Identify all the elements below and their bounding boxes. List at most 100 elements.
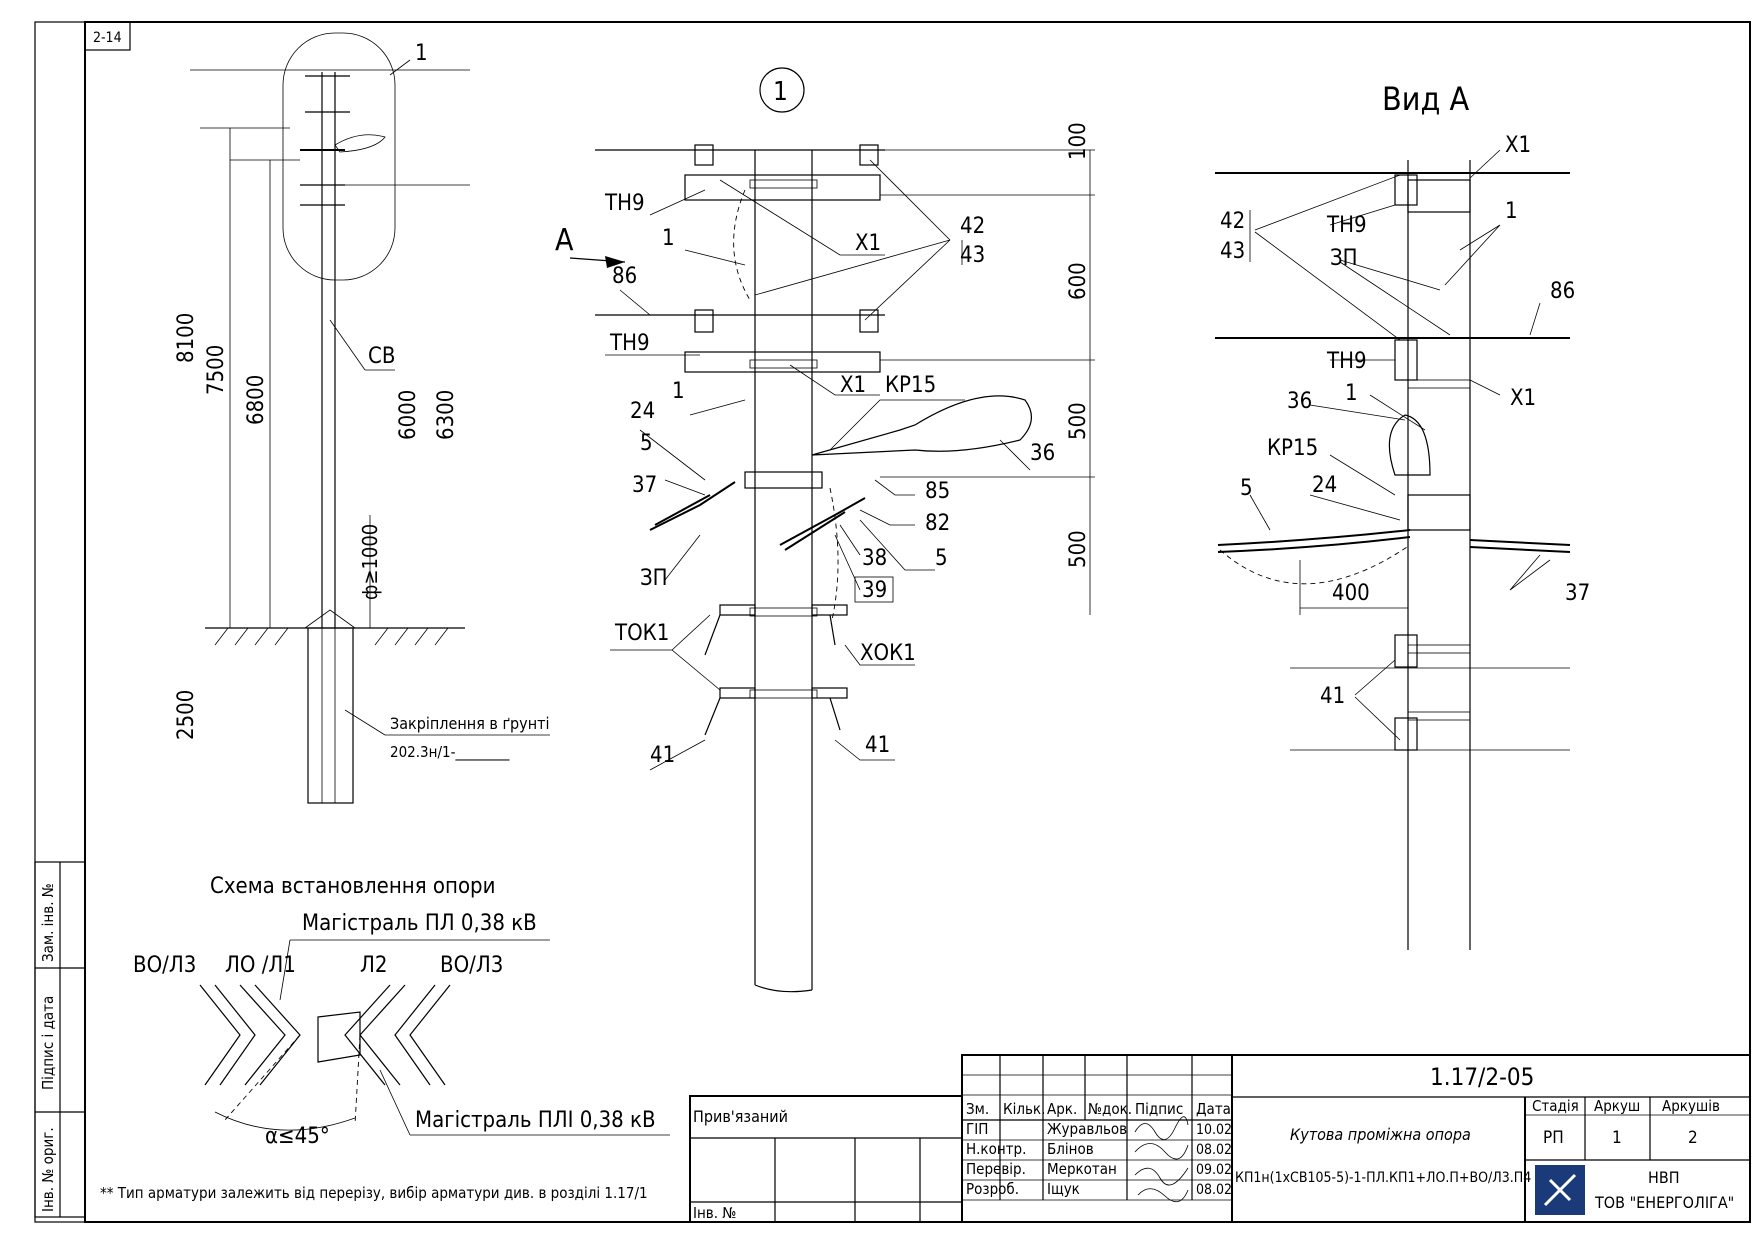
view-a-dim-400: 400 — [1332, 581, 1370, 606]
view-a-th9-mid: ТН9 — [1326, 349, 1367, 374]
label-th9-mid: ТН9 — [609, 331, 650, 356]
label-86: 86 — [612, 264, 637, 289]
label-th9-top: ТН9 — [604, 191, 645, 216]
row-role-perevir: Перевір. — [966, 1160, 1026, 1178]
label-37: 37 — [632, 473, 657, 498]
view-arrow-label: А — [555, 223, 574, 258]
dim-8100: 8100 — [174, 313, 199, 363]
org-line2: ТОВ "ЕНЕРГОЛІГА" — [1594, 1193, 1734, 1212]
header-zm: Зм. — [966, 1100, 989, 1118]
title-block: Прив'язаний Інв. № Зм. Кільк. Арк. №док.… — [689, 1054, 1751, 1223]
dim-600: 600 — [1066, 262, 1091, 300]
dim-500-b: 500 — [1066, 530, 1091, 568]
view-a-5: 5 — [1240, 476, 1253, 501]
view-a-1-b: 1 — [1345, 381, 1358, 406]
view-a-36: 36 — [1287, 389, 1312, 414]
label-x1-top: Х1 — [855, 231, 881, 256]
row-role-gip: ГІП — [966, 1120, 988, 1138]
stamp-zam-inv: Зам. інв. № — [39, 883, 57, 962]
callout-bubble — [282, 32, 396, 281]
stage-value: РП — [1543, 1128, 1564, 1148]
scheme-angle: α≤45° — [265, 1124, 330, 1149]
stamp-signature-date: Підпис і дата — [39, 996, 57, 1090]
side-stamp: Зам. інв. № Підпис і дата Інв. № ориг. — [34, 861, 86, 1218]
row-name-gip: Журавльов — [1047, 1120, 1127, 1138]
view-a-x1-top: Х1 — [1505, 133, 1531, 158]
header-ndok: №док. — [1088, 1100, 1132, 1118]
stamp-inv-orig: Інв. № ориг. — [39, 1127, 57, 1212]
row-date-rozrob: 08.02 — [1196, 1182, 1232, 1198]
label-24: 24 — [630, 399, 655, 424]
detail-view: 1 — [555, 67, 1095, 993]
row-date-perevir: 09.02 — [1196, 1162, 1232, 1178]
label-5-b: 5 — [935, 546, 948, 571]
view-a-42: 42 — [1220, 209, 1245, 234]
footnote: ** Тип арматури залежить від перерізу, в… — [100, 1184, 648, 1202]
stage-label: Стадія — [1532, 1097, 1579, 1115]
label-43: 43 — [960, 243, 985, 268]
dim-6000: 6000 — [396, 390, 421, 440]
scheme-label-l2: Л2 — [360, 953, 387, 978]
header-kilk: Кільк. — [1003, 1100, 1045, 1118]
pole-type-label: СВ — [368, 344, 395, 369]
view-a-1-a: 1 — [1505, 199, 1518, 224]
scheme-label-vo-l3-left: ВО/Л3 — [133, 953, 196, 978]
label-kr15: КР15 — [885, 373, 936, 398]
dim-2500: 2500 — [174, 690, 199, 740]
label-zp: ЗП — [640, 566, 668, 591]
scheme-line-bottom: Магістраль ПЛІ 0,38 кВ — [415, 1108, 656, 1133]
dim-phi: ф≥1000 — [358, 524, 382, 600]
label-36: 36 — [1030, 441, 1055, 466]
view-a-43: 43 — [1220, 239, 1245, 264]
scheme-title: Схема встановлення опори — [210, 874, 495, 899]
dim-6300: 6300 — [434, 390, 459, 440]
label-85: 85 — [925, 479, 950, 504]
ground-fixing-ref: 202.3н/1-________ — [390, 743, 510, 762]
view-a-title: Вид А — [1382, 80, 1470, 118]
view-a-kr15: КР15 — [1267, 436, 1318, 461]
row-date-nkontr: 08.02 — [1196, 1142, 1232, 1158]
dim-6800: 6800 — [244, 375, 269, 425]
scheme-line-top: Магістраль ПЛ 0,38 кВ — [302, 911, 537, 936]
row-name-rozrob: Іщук — [1047, 1180, 1080, 1198]
left-pole-view: 1 8100 7500 6800 6000 6300 СВ ф≥1000 — [174, 32, 550, 804]
left-callout-number: 1 — [415, 41, 428, 66]
view-a-86: 86 — [1550, 279, 1575, 304]
dim-100: 100 — [1066, 122, 1091, 160]
label-39: 39 — [862, 578, 887, 603]
label-x1-mid: Х1 — [840, 373, 866, 398]
row-name-nkontr: Блінов — [1047, 1140, 1094, 1158]
label-tok1: ТОК1 — [614, 621, 669, 646]
scheme-label-vo-l3-right: ВО/Л3 — [440, 953, 503, 978]
sheet-code-box — [84, 21, 131, 51]
label-38: 38 — [862, 546, 887, 571]
sheet-value: 1 — [1612, 1128, 1622, 1148]
view-a-th9-top: ТН9 — [1326, 213, 1367, 238]
label-82: 82 — [925, 511, 950, 536]
ground-fixing-note: Закріплення в ґрунті — [390, 714, 549, 733]
inv-no-label: Інв. № — [693, 1204, 736, 1222]
row-role-nkontr: Н.контр. — [966, 1140, 1026, 1158]
header-date: Дата — [1196, 1100, 1231, 1118]
label-41-b: 41 — [865, 733, 890, 758]
doc-title: Кутова проміжна опора — [1290, 1125, 1471, 1144]
doc-subtitle: КП1н(1хСВ105-5)-1-ПЛ.КП1+ЛО.П+ВО/Л3.П4 — [1235, 1170, 1531, 1186]
installation-scheme: Схема встановлення опори Магістраль ПЛ 0… — [133, 874, 670, 1149]
doc-code: 1.17/2-05 — [1430, 1063, 1534, 1091]
row-name-perevir: Меркотан — [1047, 1160, 1117, 1178]
signature-scribbles — [1134, 1116, 1189, 1203]
view-a: Вид А 400 — [1215, 80, 1590, 950]
row-role-rozrob: Розроб. — [966, 1180, 1019, 1198]
view-a-41: 41 — [1320, 684, 1345, 709]
label-1-b: 1 — [672, 379, 685, 404]
outer-frame — [34, 21, 1751, 1223]
label-1-a: 1 — [662, 226, 675, 251]
dim-500-a: 500 — [1066, 402, 1091, 440]
view-a-zp: ЗП — [1330, 246, 1358, 271]
sheets-value: 2 — [1688, 1128, 1698, 1148]
header-signature: Підпис — [1135, 1100, 1183, 1118]
row-date-gip: 10.02 — [1196, 1122, 1232, 1138]
attached-label: Прив'язаний — [693, 1107, 788, 1126]
scheme-label-lo-l1: ЛО /Л1 — [225, 953, 296, 978]
